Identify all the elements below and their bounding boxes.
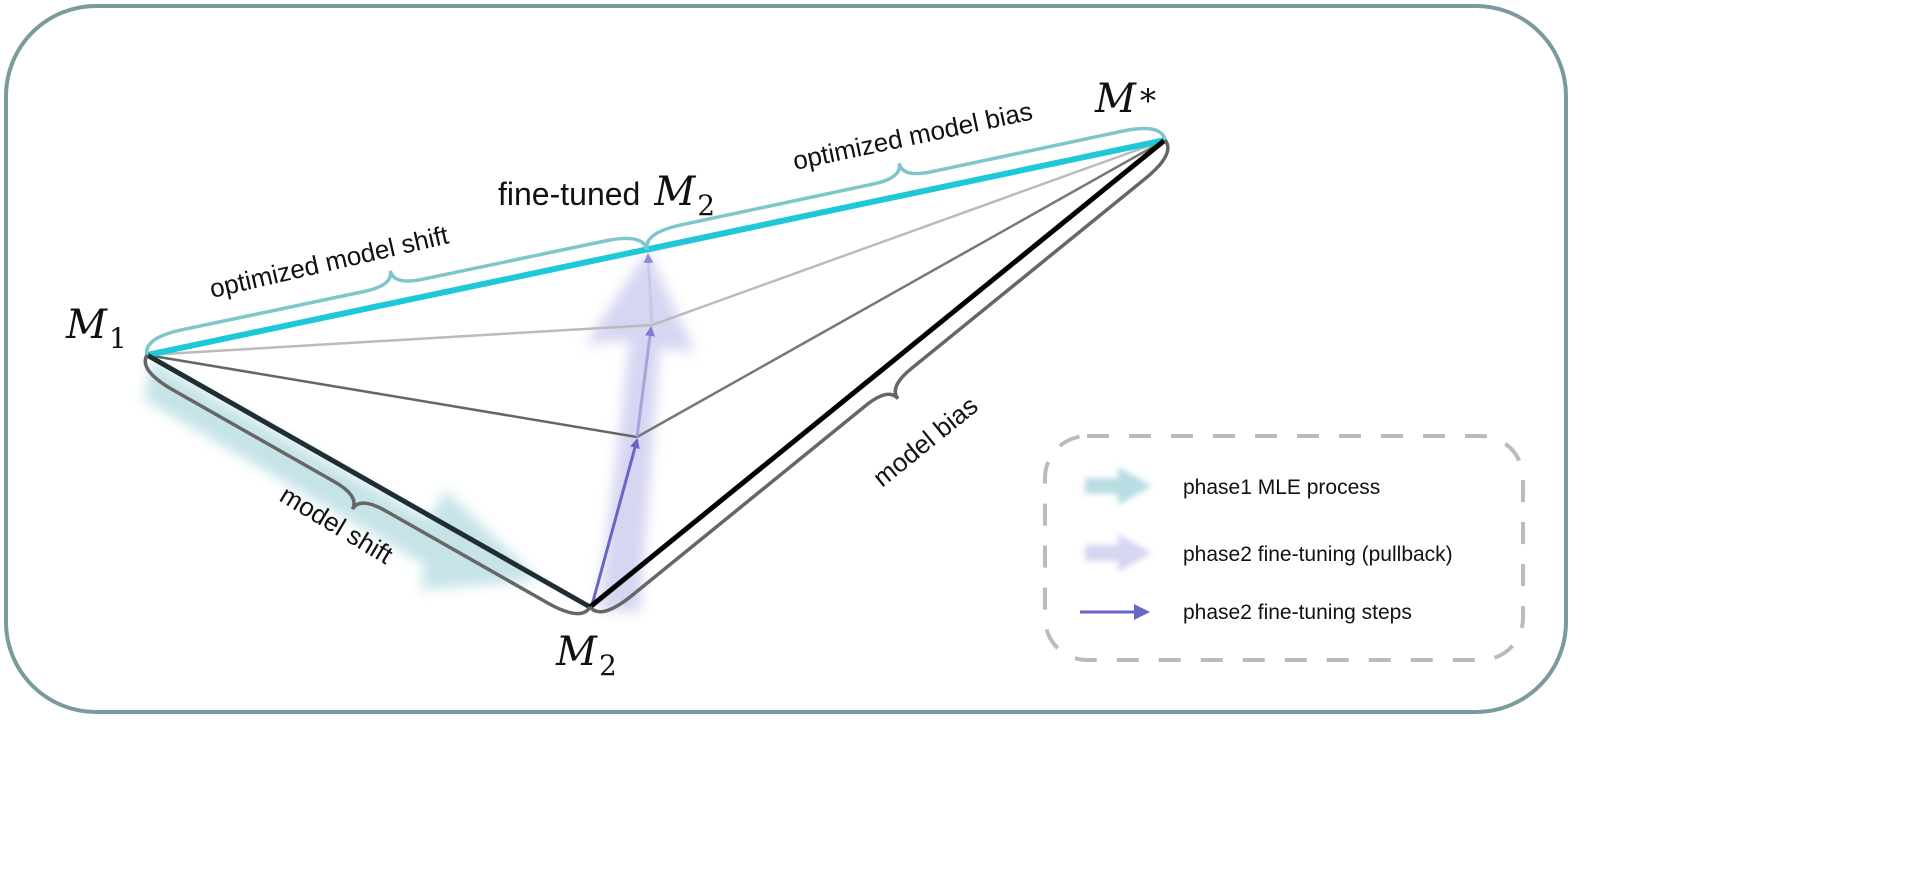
legend-label-phase2-pullback: phase2 fine-tuning (pullback): [1183, 543, 1453, 566]
edge-m2-mstar: [588, 138, 1167, 609]
phase2-pullback-arrow: [585, 250, 695, 612]
cyan-blur-arrow-icon: [1085, 467, 1152, 505]
node-m2: M2: [555, 629, 617, 682]
legend-label-phase1: phase1 MLE process: [1183, 476, 1380, 499]
legend: phase1 MLE process phase2 fine-tuning (p…: [1043, 434, 1525, 662]
brace-model-shift: [143, 354, 592, 616]
purple-blur-arrow-icon: [1085, 534, 1152, 572]
legend-label-phase2-steps: phase2 fine-tuning steps: [1183, 601, 1412, 624]
brace-model-bias: [588, 138, 1170, 614]
fine-tuning-steps: [590, 253, 655, 606]
line-m1-p1: [146, 353, 638, 439]
phase1-mle-arrow: [145, 360, 540, 590]
node-m1: M1: [65, 302, 127, 355]
line-p2-mstar: [651, 138, 1166, 327]
brace-optimized-model-shift: [145, 236, 649, 356]
line-p1-mstar: [636, 138, 1166, 439]
line-m1-p2: [146, 323, 653, 357]
node-mstar: M*: [1094, 76, 1156, 122]
edge-m1-m2: [145, 352, 592, 610]
brace-optimized-model-bias: [645, 126, 1167, 251]
purple-arrow-icon: [1080, 604, 1150, 620]
edge-m1-mstar-optimized: [146, 137, 1166, 358]
